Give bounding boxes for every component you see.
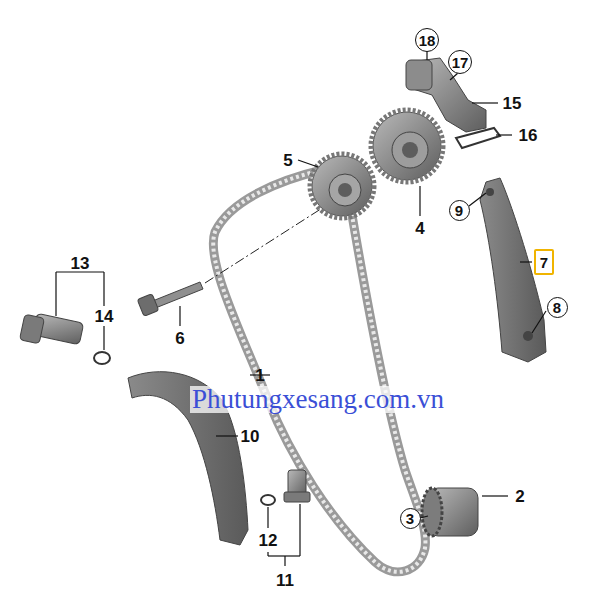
callout-number: 6 bbox=[175, 330, 184, 347]
callout-number: 14 bbox=[95, 308, 114, 325]
callout-number: 17 bbox=[452, 55, 469, 70]
callout-number: 2 bbox=[515, 488, 524, 505]
callout-circle: 3 bbox=[400, 508, 421, 529]
callout-number: 16 bbox=[519, 127, 538, 144]
callout-number: 11 bbox=[276, 572, 294, 589]
highlight-callout-box: 7 bbox=[534, 249, 554, 275]
callout-number: 1 bbox=[255, 367, 264, 384]
callout-number: 7 bbox=[540, 255, 548, 270]
callout-number: 4 bbox=[415, 220, 424, 237]
callout-circle: 17 bbox=[448, 50, 473, 75]
watermark: Phutungxesang.com.vn bbox=[190, 386, 446, 413]
callout-number: 10 bbox=[241, 428, 260, 445]
callout-circle: 9 bbox=[449, 200, 470, 221]
callout-number: 5 bbox=[283, 152, 292, 169]
callout-number: 9 bbox=[455, 203, 463, 218]
callout-number: 8 bbox=[553, 300, 561, 315]
callout-number: 12 bbox=[259, 532, 278, 549]
callout-number: 13 bbox=[71, 255, 90, 272]
callout-number: 3 bbox=[406, 511, 414, 526]
callout-number: 15 bbox=[503, 95, 522, 112]
callout-number: 18 bbox=[419, 33, 436, 48]
callout-circle: 8 bbox=[547, 297, 568, 318]
callout-circle: 18 bbox=[415, 28, 440, 53]
